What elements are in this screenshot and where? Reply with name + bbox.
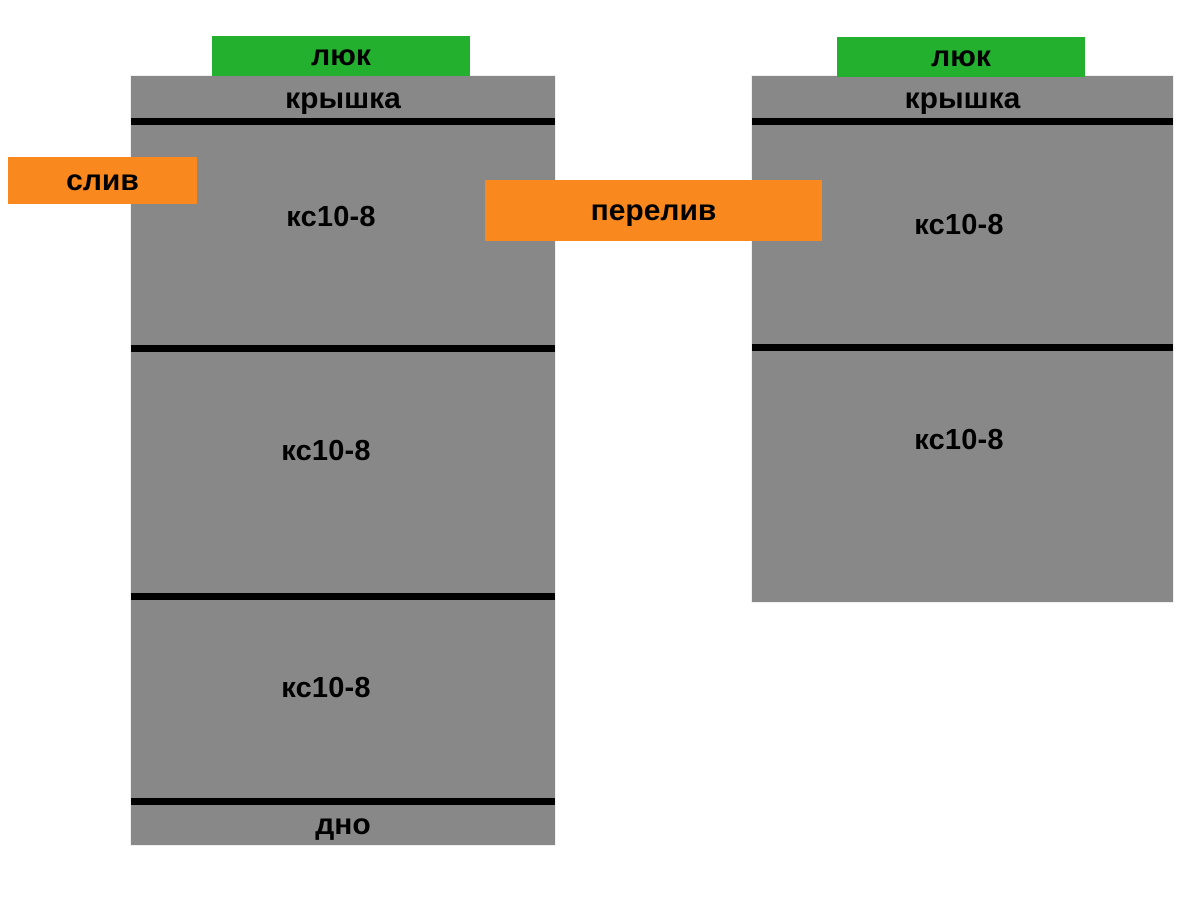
hatch-label-right: люк [837,37,1085,77]
tank-left-cap-label: крышка [285,82,401,115]
tank-left-bottom-divider [131,798,555,805]
tank-right-cap-label: крышка [904,82,1021,115]
tank-left-ring-label-2: кс10-8 [281,435,371,467]
tank-left-divider-2 [131,593,555,600]
drain-pipe-label: слив [8,157,197,204]
tank-left-body [131,76,555,845]
tank-left-divider-1 [131,345,555,352]
tank-right-ring-label-1: кс10-8 [914,209,1004,241]
tank-left-bottom-label: дно [315,808,371,841]
tank-left-ring-label-1: кс10-8 [286,201,376,233]
tank-right-cap-divider [752,118,1173,125]
tank-left-ring-label-3: кс10-8 [281,672,371,704]
tank-right-ring-label-2: кс10-8 [914,424,1004,456]
tank-right-body [752,76,1173,602]
tank-left-cap-divider [131,118,555,125]
hatch-label-left: люк [212,36,470,76]
tank-right-divider-1 [752,344,1173,351]
overflow-pipe-label: перелив [485,180,822,241]
